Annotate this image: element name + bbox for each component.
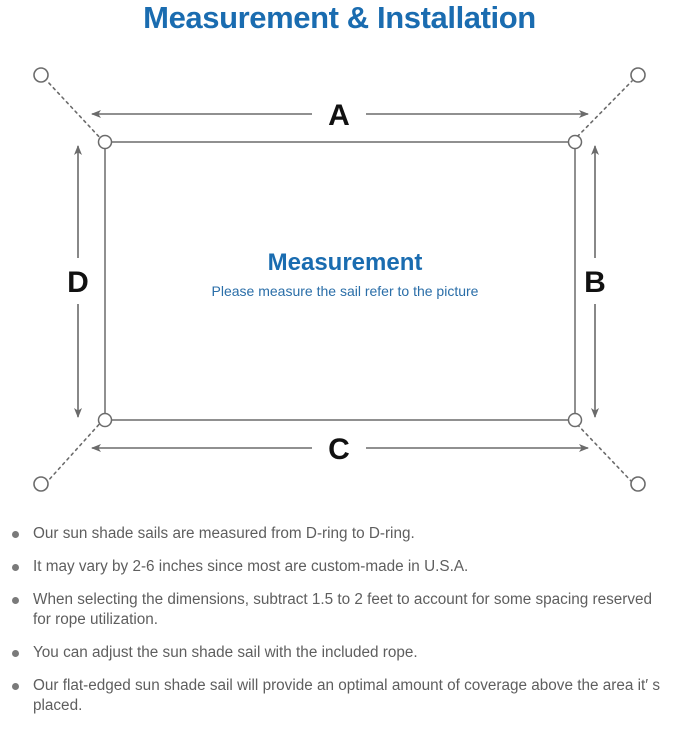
bullet-icon [12, 683, 19, 690]
list-item: You can adjust the sun shade sail with t… [0, 643, 679, 663]
anchor-bottom-left-icon [33, 476, 49, 492]
note-text: Our flat-edged sun shade sail will provi… [33, 677, 661, 714]
anchor-top-left-icon [33, 67, 49, 83]
anchor-top-right-icon [630, 67, 646, 83]
d-ring-top-right-icon [567, 134, 583, 150]
bullet-icon [12, 650, 19, 657]
page-title: Measurement & Installation [143, 0, 536, 35]
anchor-points [33, 67, 646, 492]
list-item: When selecting the dimensions, subtract … [0, 590, 679, 630]
diagram-center-subtitle: Please measure the sail refer to the pic… [212, 283, 479, 299]
d-ring-top-left-icon [97, 134, 113, 150]
list-item: It may vary by 2-6 inches since most are… [0, 557, 679, 577]
list-item: Our sun shade sails are measured from D-… [0, 524, 679, 544]
d-ring-bottom-right-icon [567, 412, 583, 428]
bullet-icon [12, 597, 19, 604]
anchor-bottom-right-icon [630, 476, 646, 492]
dimension-b-label: B [584, 266, 606, 299]
bullet-icon [12, 531, 19, 538]
d-rings [97, 134, 583, 428]
sail-outline [104, 141, 576, 421]
note-text: When selecting the dimensions, subtract … [33, 591, 653, 628]
dimension-d-label: D [67, 266, 89, 299]
rope-top-right [572, 80, 633, 142]
rope-lines [46, 80, 633, 483]
dimension-a: A [91, 99, 589, 132]
measurement-diagram: A C D B Measurement Please measure the s… [0, 42, 679, 522]
list-item: Our flat-edged sun shade sail will provi… [0, 676, 679, 716]
bullet-icon [12, 564, 19, 571]
rope-bottom-left [46, 419, 104, 483]
rope-bottom-right [572, 419, 633, 483]
rope-top-left [46, 80, 104, 142]
d-ring-bottom-left-icon [97, 412, 113, 428]
notes-list: Our sun shade sails are measured from D-… [0, 524, 679, 729]
dimension-c: C [91, 433, 589, 466]
diagram-center-title: Measurement [268, 249, 423, 276]
note-text: Our sun shade sails are measured from D-… [33, 525, 415, 542]
dimension-d: D [67, 145, 89, 418]
dimension-c-label: C [328, 433, 350, 466]
note-text: It may vary by 2-6 inches since most are… [33, 558, 469, 575]
dimension-a-label: A [328, 99, 350, 132]
diagram-svg: A C D B Measurement Please measure the s… [33, 67, 646, 492]
note-text: You can adjust the sun shade sail with t… [33, 644, 418, 661]
dimension-b: B [584, 145, 606, 418]
